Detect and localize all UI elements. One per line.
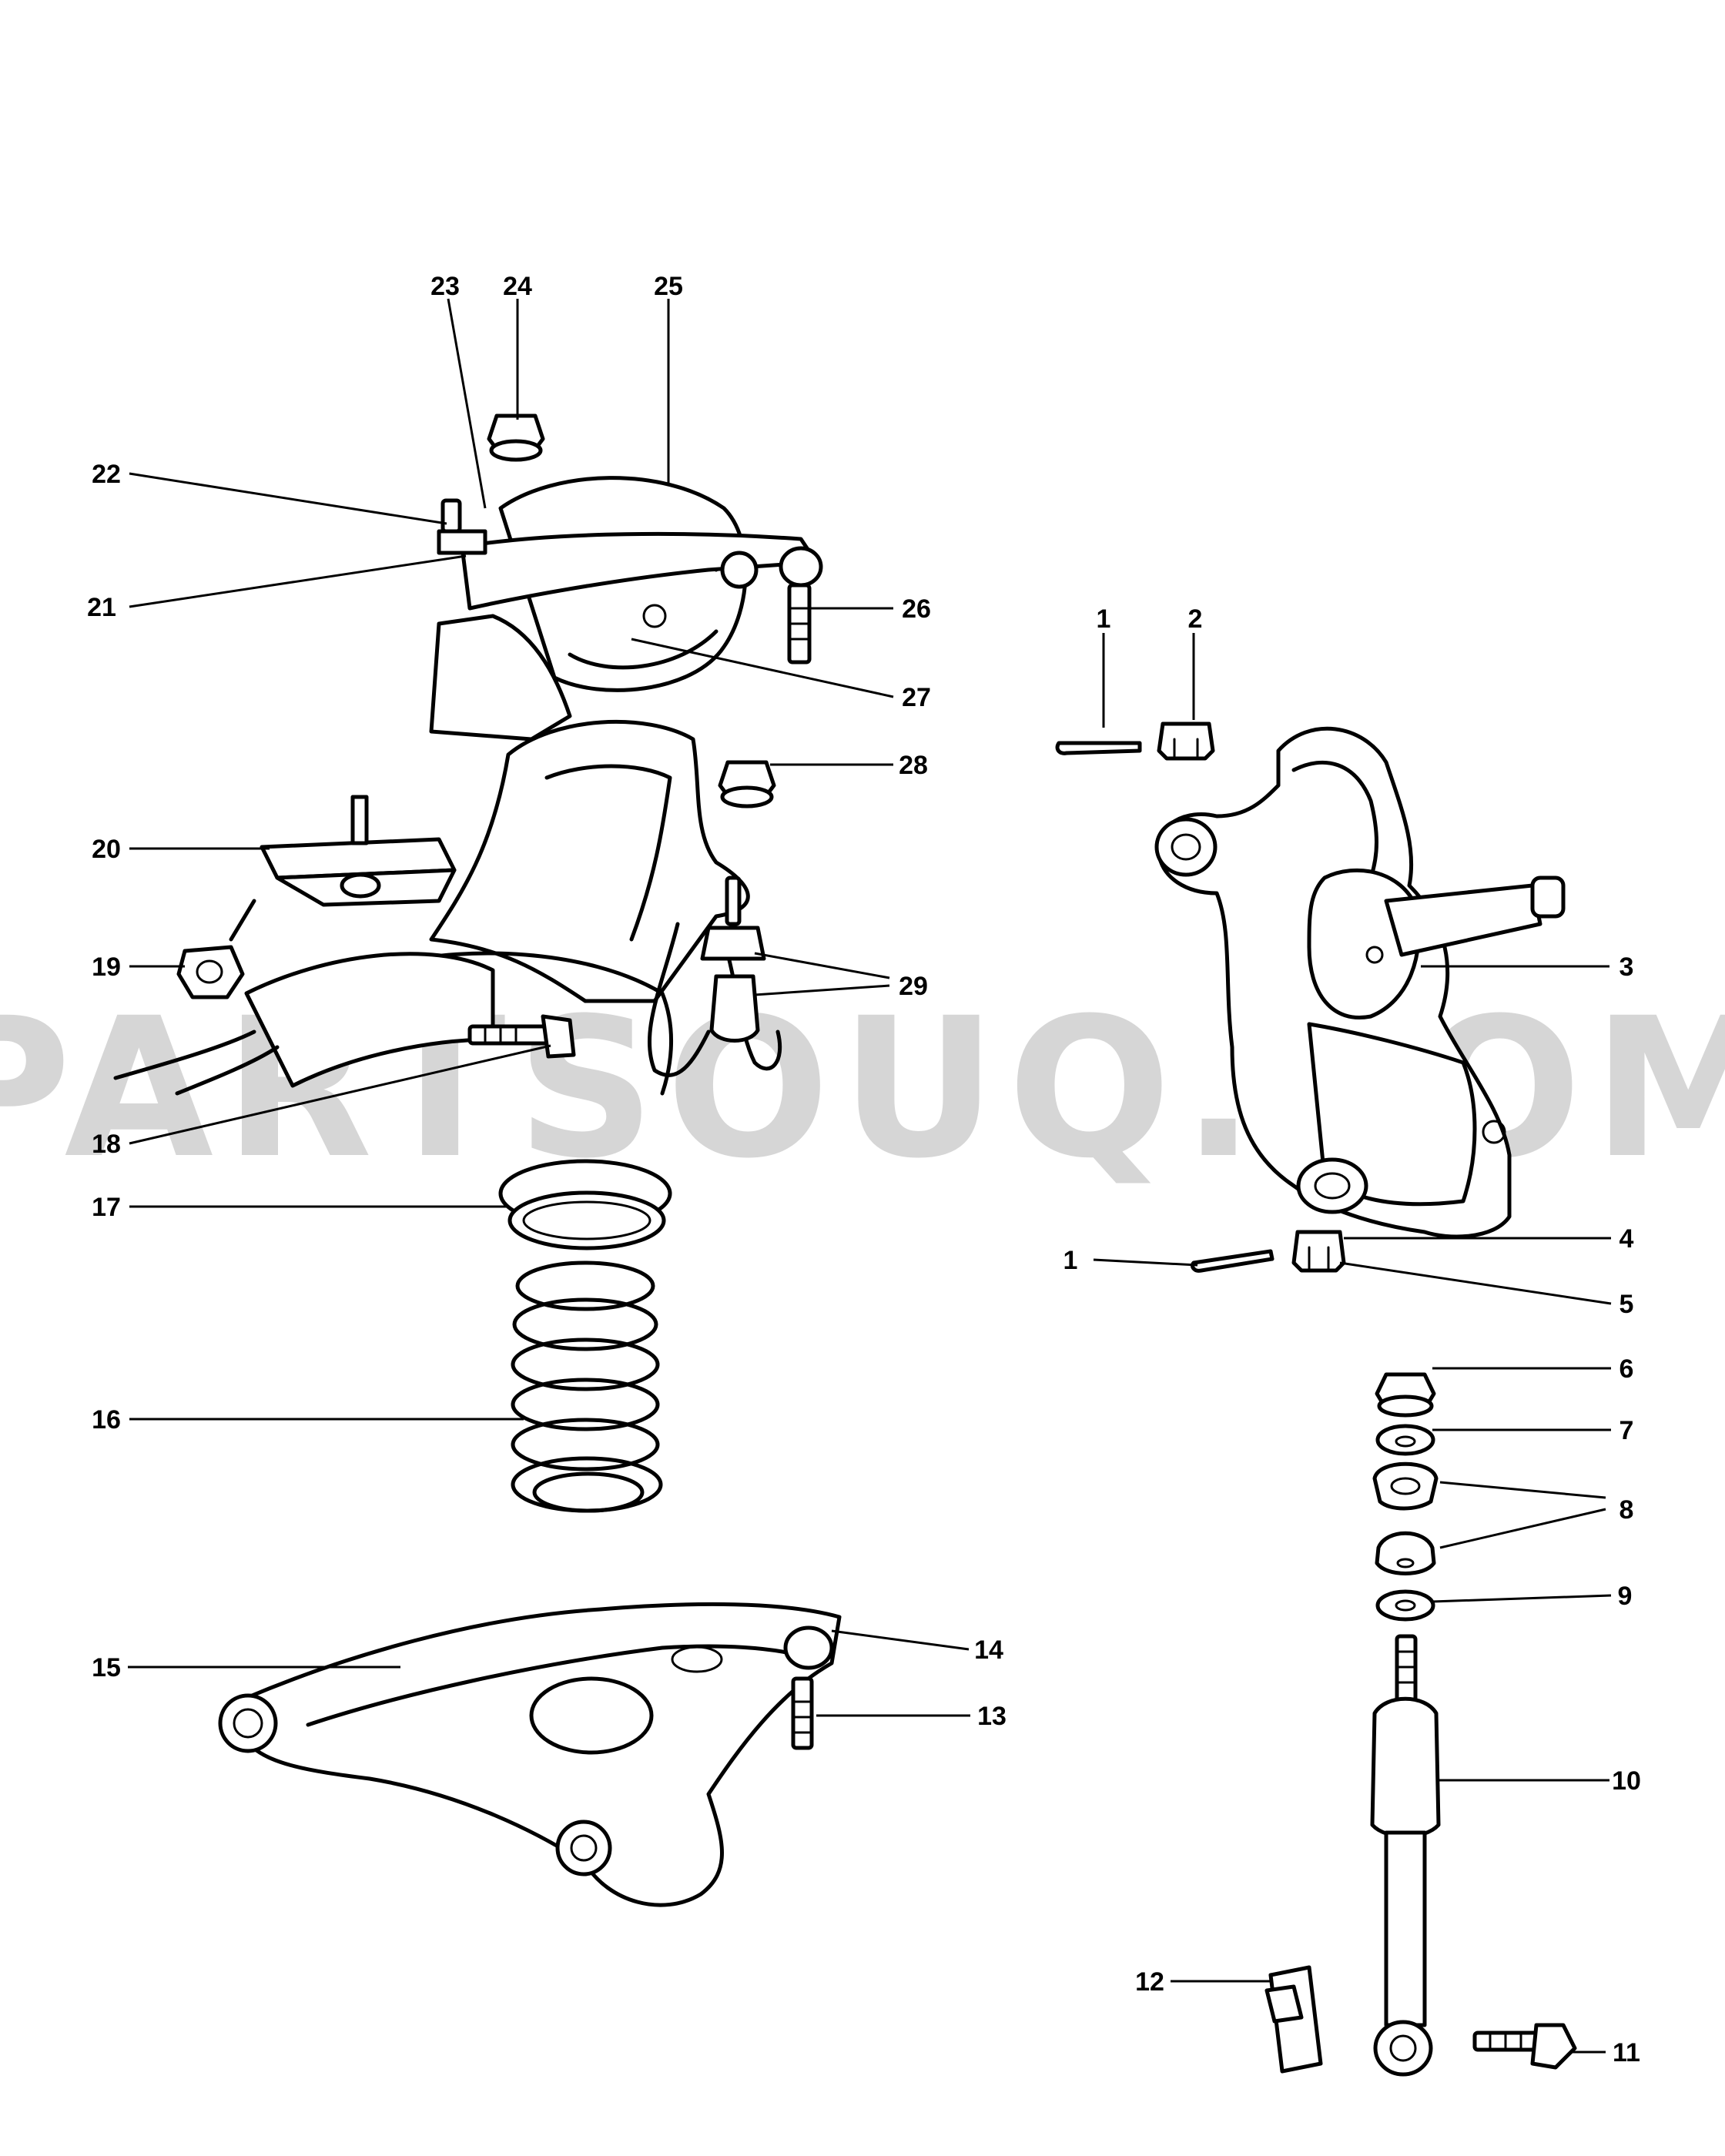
callout-25: 25: [654, 272, 683, 301]
callout-6: 6: [1619, 1354, 1634, 1384]
callout-3: 3: [1619, 952, 1634, 982]
bump-stop-bracket[interactable]: [429, 614, 572, 742]
frame-crossmember[interactable]: [113, 952, 495, 1096]
lower-control-arm[interactable]: [218, 1602, 842, 1907]
callout-8: 8: [1619, 1495, 1634, 1525]
callout-13: 13: [977, 1702, 1007, 1731]
callout-17: 17: [92, 1193, 121, 1222]
callout-21: 21: [87, 593, 116, 622]
lower-ball-joint[interactable]: [783, 1625, 834, 1750]
cotter-pin-lower[interactable]: [1190, 1249, 1274, 1273]
bolt-11[interactable]: [1472, 2023, 1577, 2070]
mounting-plate-20[interactable]: [229, 795, 457, 942]
callout-12: 12: [1135, 1967, 1164, 1997]
callout-5: 5: [1619, 1290, 1634, 1319]
callout-11: 11: [1613, 2038, 1640, 2067]
callout-9: 9: [1618, 1582, 1633, 1611]
spring-insulator[interactable]: [498, 1159, 672, 1250]
bushing-8-lower[interactable]: [1375, 1531, 1436, 1575]
callout-29: 29: [899, 972, 928, 1001]
nut-6[interactable]: [1375, 1372, 1436, 1418]
callout-28: 28: [899, 751, 928, 780]
callout-24: 24: [503, 272, 532, 301]
nut-19[interactable]: [176, 945, 245, 999]
callout-20: 20: [92, 835, 121, 864]
castle-nut-4[interactable]: [1291, 1230, 1346, 1273]
leader-lines: [128, 298, 1612, 2054]
steering-knuckle[interactable]: [1154, 726, 1566, 1239]
callout-27: 27: [902, 683, 931, 712]
callout-1-upper: 1: [1097, 604, 1111, 634]
upper-control-arm-assembly[interactable]: [460, 476, 819, 692]
shock-absorber[interactable]: [1370, 1634, 1441, 2077]
callout-18: 18: [92, 1130, 121, 1159]
coil-spring[interactable]: [511, 1260, 663, 1513]
callout-7: 7: [1619, 1416, 1634, 1445]
callout-1-lower: 1: [1063, 1246, 1078, 1275]
upper-ball-joint[interactable]: [779, 546, 823, 665]
nut-24[interactable]: [487, 413, 545, 462]
callout-15: 15: [92, 1653, 121, 1682]
callout-16: 16: [92, 1405, 121, 1435]
callout-4: 4: [1619, 1224, 1634, 1254]
castle-nut-2[interactable]: [1157, 721, 1215, 761]
nut-28[interactable]: [718, 760, 776, 808]
bushing-8-upper[interactable]: [1372, 1461, 1439, 1511]
callout-10: 10: [1612, 1766, 1641, 1796]
bracket-nut-12[interactable]: [1264, 1965, 1323, 2074]
callout-19: 19: [92, 952, 121, 982]
callout-14: 14: [974, 1635, 1003, 1665]
bump-stopper[interactable]: [700, 875, 766, 1043]
callout-22: 22: [92, 460, 121, 489]
callout-2: 2: [1188, 604, 1203, 634]
washer-9[interactable]: [1375, 1589, 1435, 1622]
cotter-pin-upper[interactable]: [1055, 741, 1142, 755]
callout-26: 26: [902, 594, 931, 624]
bolt-22[interactable]: [437, 498, 487, 555]
callout-numbers: 1 2 3 4 1 5 6 7 8 9 10 11 12 13 14 15 16…: [87, 272, 1641, 2067]
frame-spring-tower[interactable]: [398, 719, 782, 1096]
washer-7[interactable]: [1375, 1424, 1435, 1456]
callout-23: 23: [430, 272, 460, 301]
